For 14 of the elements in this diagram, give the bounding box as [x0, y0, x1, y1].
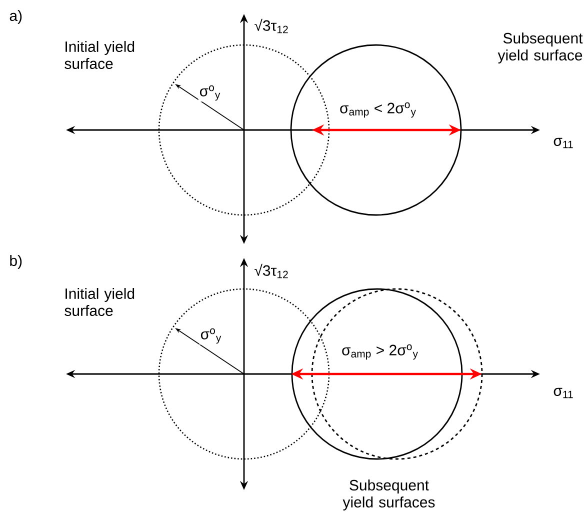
radius-label: σ$^{o}$y: [198, 84, 222, 102]
radius-label: σ$^{o}$y: [199, 327, 223, 345]
curve-label: Initial yield surface: [64, 41, 134, 69]
panel-label: b): [10, 255, 22, 269]
amplitude-label: σ$_{amp}$ > 2σ$^{o}$y: [340, 343, 420, 361]
curve-label: Subsequent yield surface: [498, 32, 583, 64]
axis-label: √3τ$_{12}$: [254, 18, 288, 34]
curve-label: Subsequent yield surfaces: [342, 480, 435, 510]
curve-label: Initial yield surface: [64, 288, 134, 316]
axis-label: σ$_{11}$: [554, 138, 573, 148]
axis-label: σ$_{11}$: [554, 388, 573, 398]
panel-label: a): [10, 10, 22, 24]
axis-label: √3τ$_{12}$: [254, 264, 288, 278]
amplitude-label: σ$_{amp}$ < 2σ$^{o}$y: [338, 101, 418, 119]
